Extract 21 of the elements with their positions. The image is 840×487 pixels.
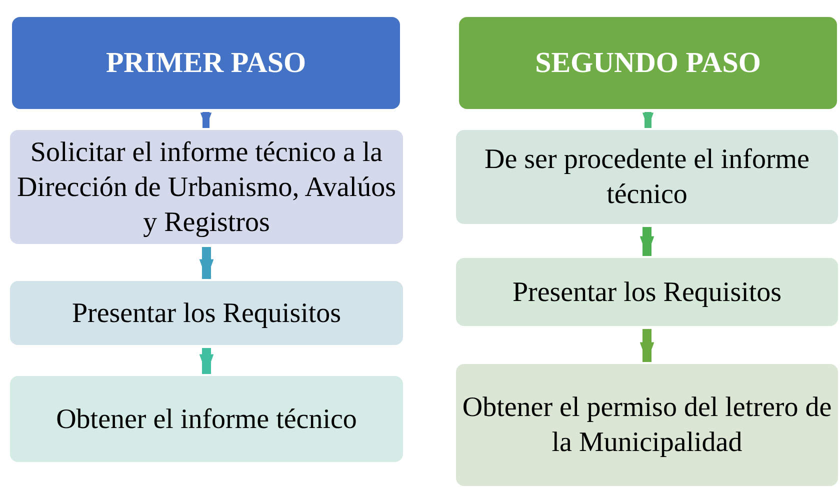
arrow (640, 329, 654, 362)
arrow (642, 112, 654, 128)
step-title: SEGUNDO PASO (535, 46, 761, 81)
process-box (10, 281, 403, 345)
step-title: PRIMER PASO (106, 46, 306, 81)
arrow (199, 348, 214, 374)
step-text: Obtener el permiso del letrero de la Municipalidad (461, 391, 833, 460)
arrow (640, 227, 654, 256)
step-header-box (12, 17, 400, 109)
step-text: Presentar los Requisitos (512, 276, 782, 310)
process-box (456, 258, 838, 326)
process-box (456, 364, 838, 486)
step-text: Obtener el informe técnico (56, 402, 357, 436)
step-text: Solicitar el informe técnico a la Dirección de Urbanismo, Avalúos y Registros (16, 136, 397, 240)
process-box (10, 376, 403, 462)
step-header-box (459, 17, 837, 109)
step-text: Presentar los Requisitos (72, 296, 342, 330)
arrow (200, 112, 212, 128)
step-text: De ser procedente el informe técnico (484, 143, 810, 212)
arrow (199, 247, 214, 279)
process-box (456, 130, 838, 224)
